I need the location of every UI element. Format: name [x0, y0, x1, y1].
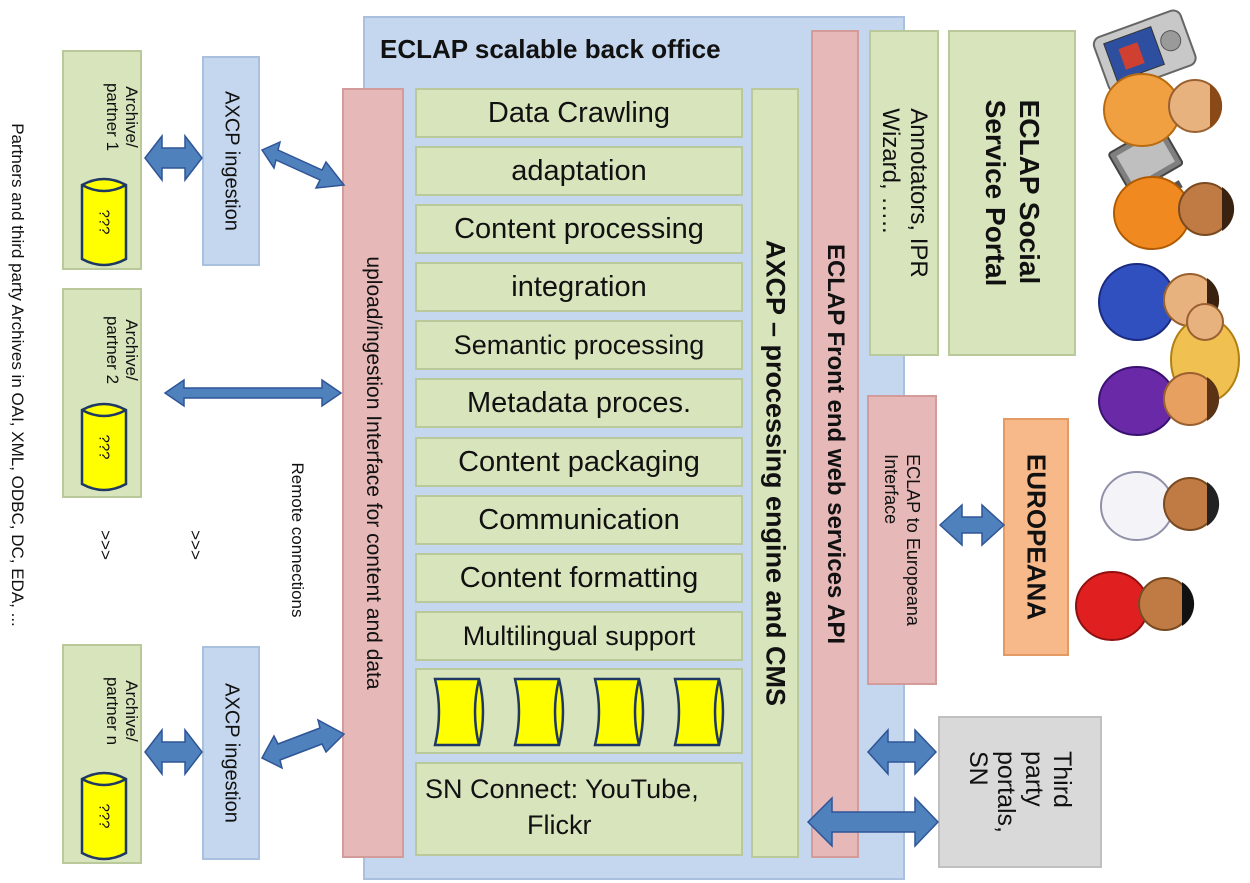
user-avatar-icon	[1075, 571, 1195, 641]
double-arrow-icon	[163, 140, 346, 770]
europeana-interface: ECLAP to Europeana Interface	[867, 395, 937, 685]
processing-step: integration	[415, 262, 743, 312]
sn-connect-line2: Flickr	[527, 810, 592, 840]
database-icon	[80, 402, 128, 492]
processing-step-label: Communication	[478, 503, 680, 536]
processing-step: Content processing	[415, 204, 743, 254]
sn-connect-box: SN Connect: YouTube, Flickr	[415, 762, 743, 856]
annotators-box: Annotators, IPR Wizard, …..	[869, 30, 939, 356]
user-avatar-icon	[1100, 471, 1220, 541]
processing-step-label: Semantic processing	[453, 329, 705, 360]
axcp-ingestion-n: AXCP ingestion	[202, 646, 260, 860]
processing-step: Multilingual support	[415, 611, 743, 661]
processing-step: Semantic processing	[415, 320, 743, 370]
axcp-engine: AXCP – processing engine and CMS	[751, 88, 799, 858]
processing-step-label: integration	[511, 270, 647, 303]
processing-step: Data Crawling	[415, 88, 743, 138]
user-avatar-icon	[1098, 366, 1220, 436]
pda-device-icon	[1092, 9, 1197, 93]
database-icon	[673, 677, 725, 747]
processing-step-label: Content packaging	[458, 445, 700, 478]
axcp-ingestion-1: AXCP ingestion	[202, 56, 260, 266]
processing-step: Content packaging	[415, 437, 743, 487]
processing-step-label: Data Crawling	[487, 96, 671, 129]
back-office-title: ECLAP scalable back office	[380, 34, 721, 64]
database-icon	[433, 677, 485, 747]
partner-box-2: Archive/ partner 2 ???	[62, 288, 142, 498]
europeana-box: EUROPEANA	[1003, 418, 1069, 656]
processing-step: adaptation	[415, 146, 743, 196]
upload-interface: upload/ingestion Interface for content a…	[342, 88, 404, 858]
sn-connect-line1: SN Connect: YouTube,	[425, 774, 699, 804]
processing-step: Metadata proces.	[415, 378, 743, 428]
processing-step-label: Content processing	[454, 212, 704, 245]
social-portal-box: ECLAP Social Service Portal	[948, 30, 1076, 356]
database-icon	[80, 177, 128, 267]
processing-step: Communication	[415, 495, 743, 545]
double-arrow-icon	[144, 133, 1006, 848]
user-avatar-icon	[1113, 176, 1235, 250]
processing-step-label: Metadata proces.	[466, 386, 692, 419]
third-party-box: Third party portals, SN	[938, 716, 1102, 868]
database-icon	[513, 677, 565, 747]
processing-step-label: adaptation	[511, 154, 647, 187]
front-end-api: ECLAP Front end web services API	[811, 30, 859, 858]
user-avatar-icon	[1098, 263, 1220, 341]
partner-box-1: Archive/ partner 1 ???	[62, 50, 142, 270]
partner-box-n: Archive/ partner n ???	[62, 644, 142, 864]
user-avatar-icon	[1103, 73, 1223, 147]
database-icon	[80, 771, 128, 861]
processing-step: Content formatting	[415, 553, 743, 603]
processing-step-label: Content formatting	[459, 561, 699, 594]
processing-step-label: Multilingual support	[462, 620, 696, 651]
database-icon	[593, 677, 645, 747]
